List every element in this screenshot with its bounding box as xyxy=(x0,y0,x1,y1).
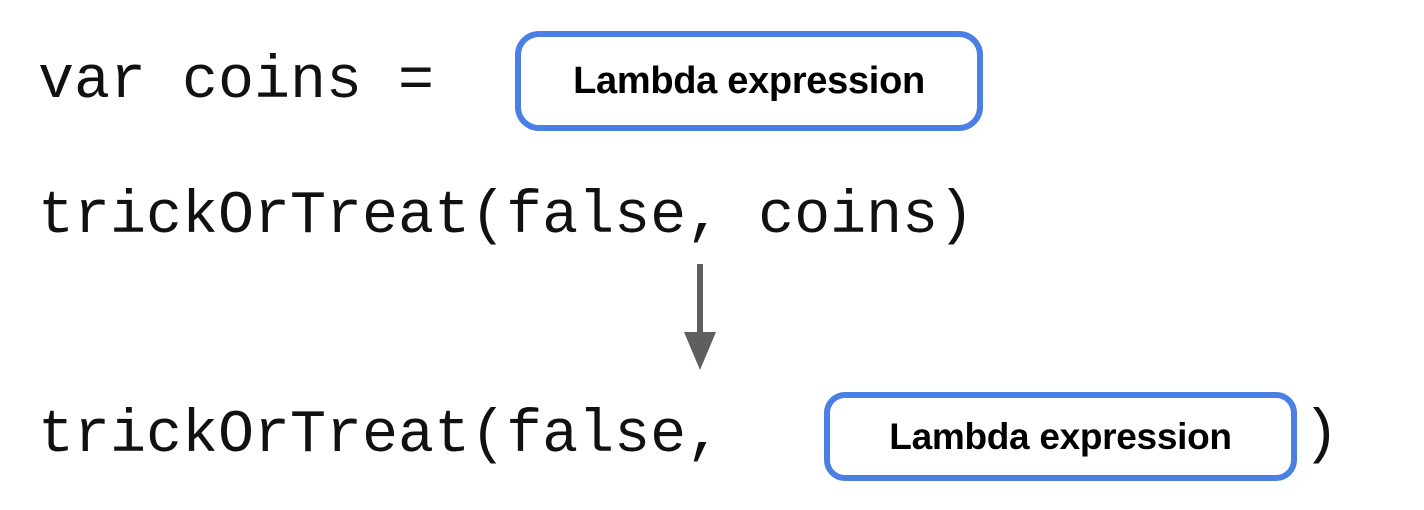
arrow-down-icon xyxy=(684,264,716,370)
after-call-code-suffix: ) xyxy=(1303,402,1340,470)
lambda-expression-badge-assignment[interactable]: Lambda expression xyxy=(515,31,983,131)
after-call-row: trickOrTreat(false, ) xyxy=(38,390,1339,482)
before-call-row: trickOrTreat(false, coins) xyxy=(38,182,974,252)
after-call-code-prefix: trickOrTreat(false, xyxy=(38,402,759,470)
lambda-expression-badge-assignment-label: Lambda expression xyxy=(573,59,925,102)
lambda-expression-badge-call-label: Lambda expression xyxy=(889,415,1232,457)
before-assignment-code-prefix: var coins = xyxy=(38,48,471,116)
before-assignment-row: var coins = xyxy=(38,34,470,130)
lambda-expression-badge-call[interactable]: Lambda expression xyxy=(824,392,1297,481)
before-call-code: trickOrTreat(false, coins) xyxy=(38,183,975,251)
